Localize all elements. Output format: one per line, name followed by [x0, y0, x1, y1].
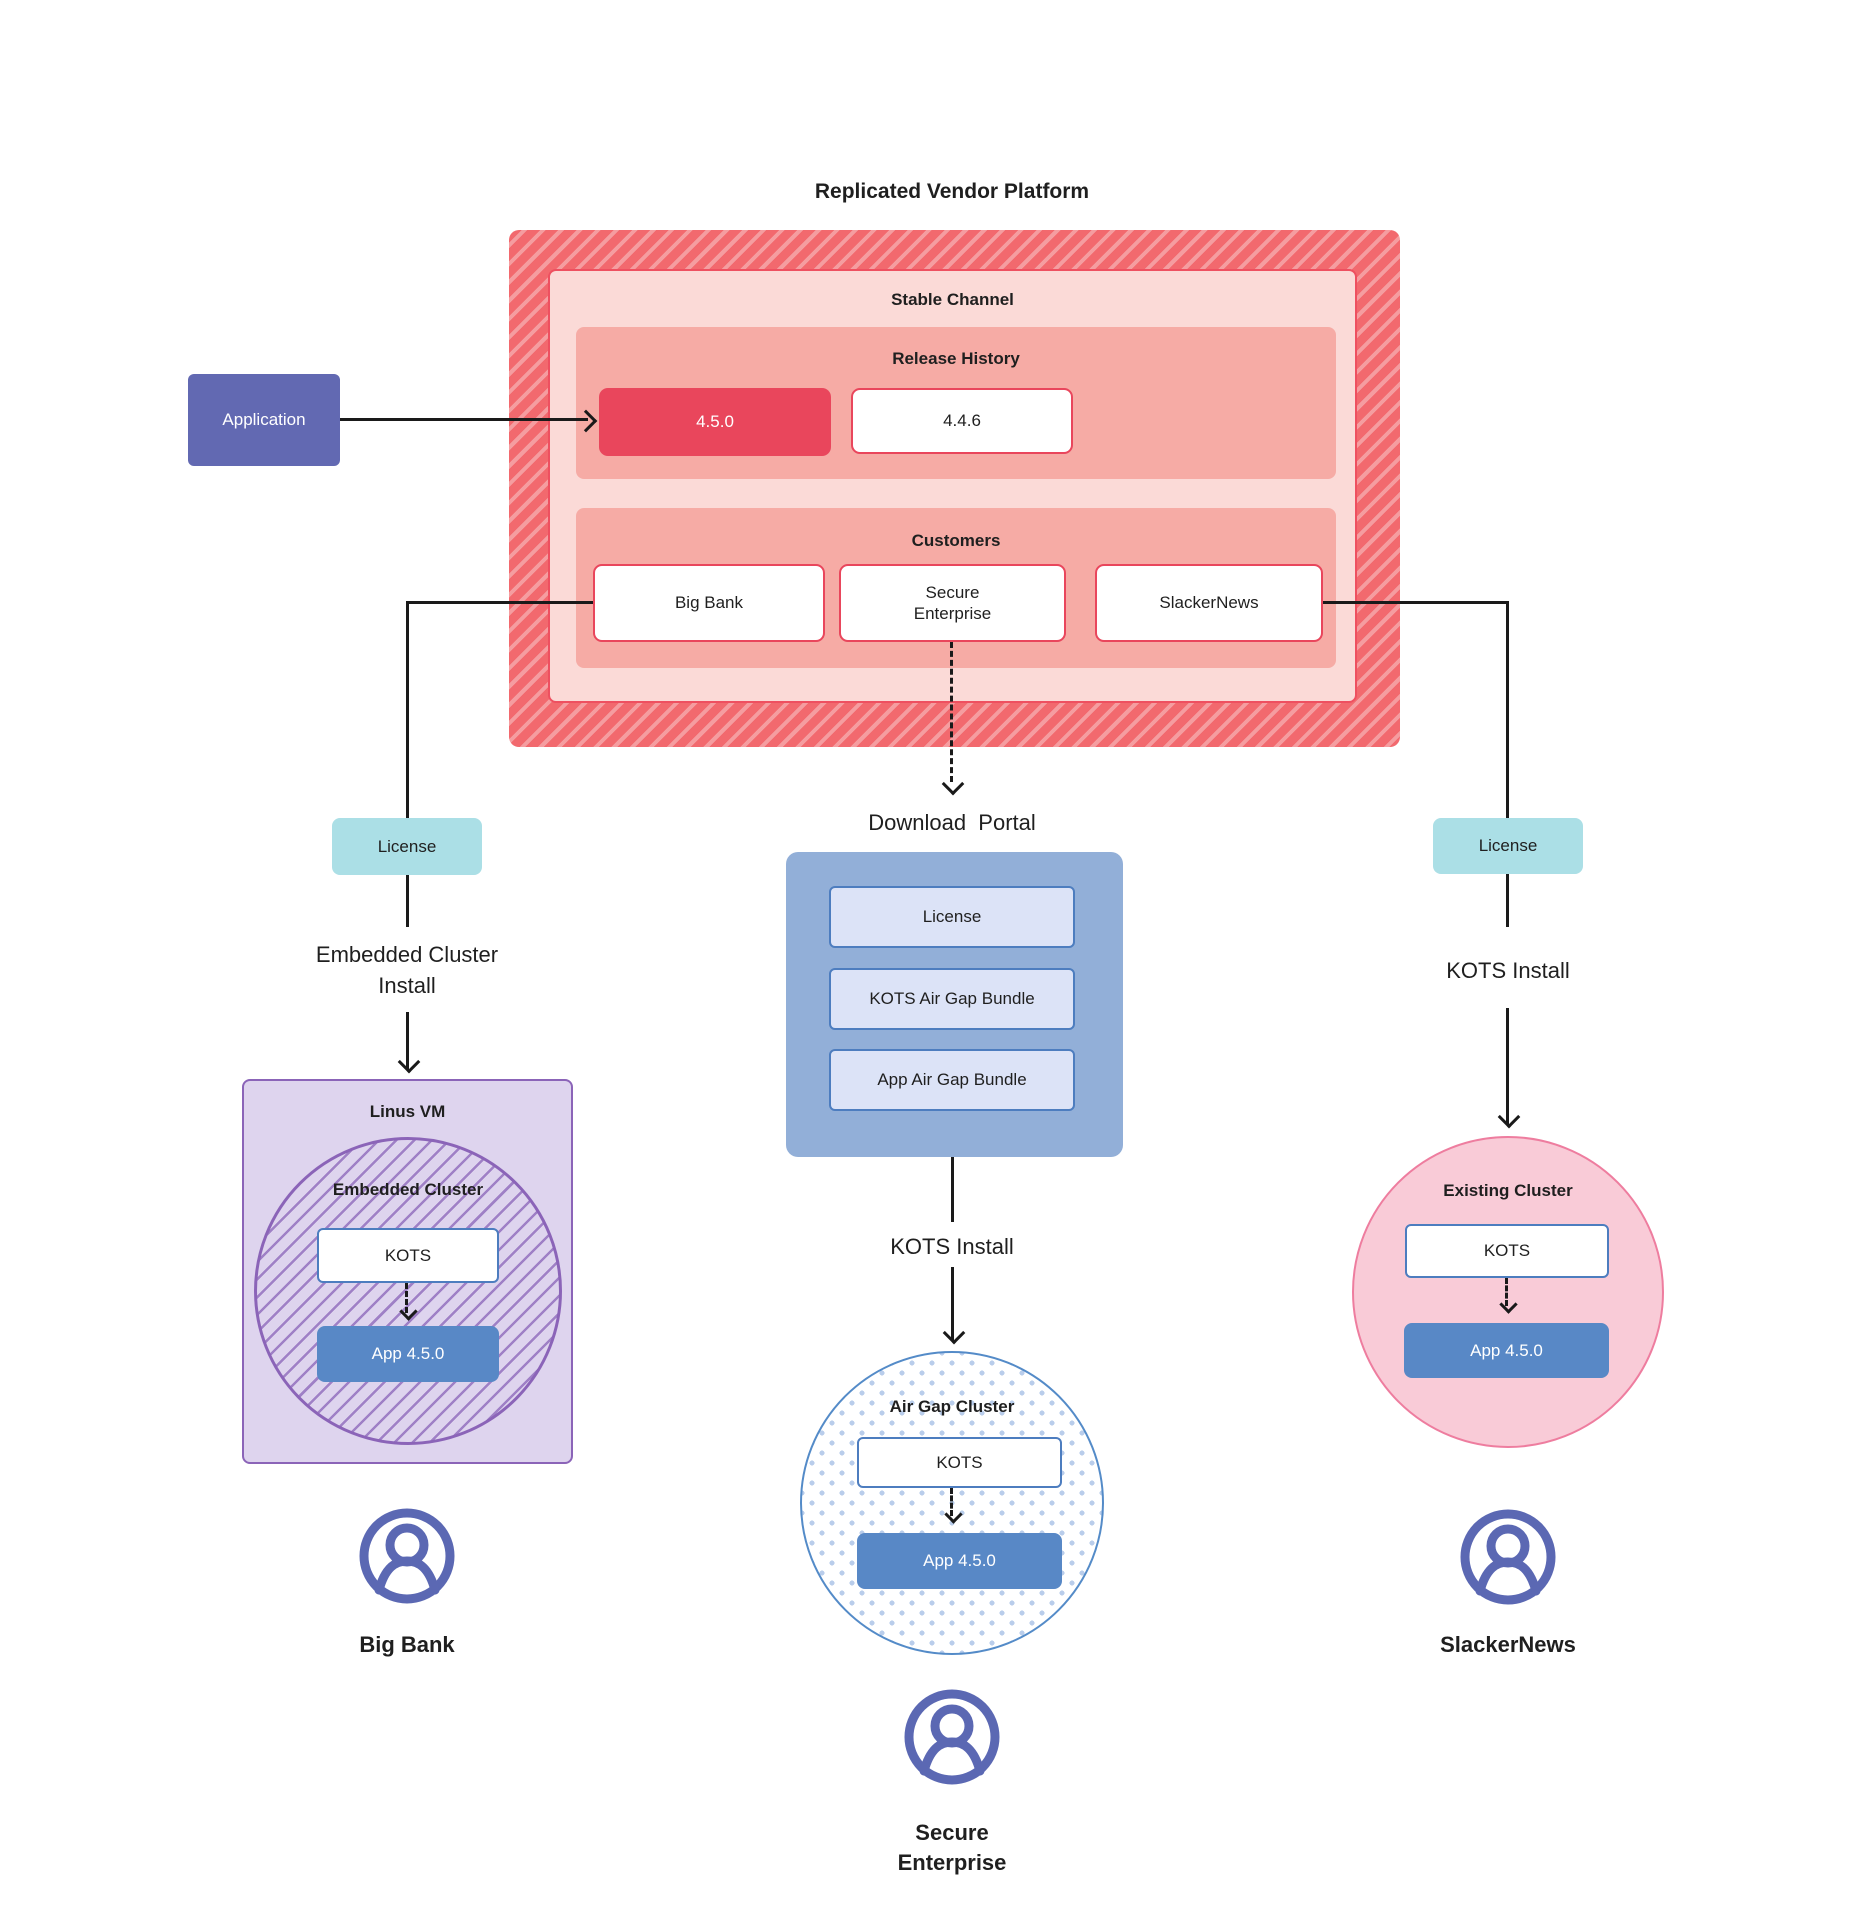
slackernews-user-label: SlackerNews: [1440, 1632, 1576, 1657]
slackernews-connector-v: [1506, 601, 1509, 818]
embedded-cluster-install-label: Embedded Cluster Install: [315, 942, 499, 998]
left-kots-dashed-line: [405, 1283, 408, 1313]
right-install-arrow-head: [1497, 1105, 1521, 1129]
kots-box-right: KOTS: [1405, 1224, 1609, 1278]
right-kots-dashed-line: [1505, 1278, 1508, 1306]
air-gap-cluster-circle: [800, 1351, 1104, 1655]
slackernews-connector-h: [1323, 601, 1508, 604]
secure-enterprise-user-icon: [904, 1689, 1000, 1785]
portal-item-kots-bundle: KOTS Air Gap Bundle: [829, 968, 1075, 1030]
center-install-arrow-line: [951, 1267, 954, 1341]
existing-cluster-circle: [1352, 1136, 1664, 1448]
kots-install-label-right: KOTS Install: [1446, 958, 1570, 983]
portal-item-app-bundle: App Air Gap Bundle: [829, 1049, 1075, 1111]
application-box: Application: [188, 374, 340, 466]
center-install-arrow-head: [942, 1321, 966, 1345]
left-install-arrow-head: [397, 1050, 421, 1074]
big-bank-user-label: Big Bank: [359, 1632, 455, 1657]
secure-enterprise-user-label: Secure Enterprise: [897, 1820, 1007, 1875]
license-badge-right: License: [1433, 818, 1583, 874]
download-portal-label: Download Portal: [868, 810, 1036, 835]
app-box-center: App 4.5.0: [857, 1533, 1062, 1589]
customer-slackernews: SlackerNews: [1095, 564, 1323, 642]
center-kots-dashed-line: [950, 1488, 953, 1516]
kots-box-center: KOTS: [857, 1437, 1062, 1488]
kots-box-left: KOTS: [317, 1228, 499, 1283]
left-license-line: [406, 875, 409, 927]
embedded-cluster-circle: [254, 1137, 562, 1445]
kots-install-label-center: KOTS Install: [890, 1234, 1014, 1259]
right-license-line: [1506, 874, 1509, 927]
big-bank-user-icon: [359, 1508, 455, 1604]
license-badge-left: License: [332, 818, 482, 875]
stable-channel-label: Stable Channel: [891, 290, 1014, 309]
diagram-title: Replicated Vendor Platform: [814, 180, 1090, 203]
release-node-current: 4.5.0: [599, 388, 831, 456]
app-box-left: App 4.5.0: [317, 1326, 499, 1382]
existing-cluster-label: Existing Cluster: [1443, 1181, 1573, 1200]
linus-vm-label: Linus VM: [369, 1102, 446, 1121]
application-arrow-line: [340, 418, 588, 421]
big-bank-connector-h: [407, 601, 593, 604]
customer-secure-enterprise: Secure Enterprise: [839, 564, 1066, 642]
release-history-label: Release History: [892, 349, 1020, 368]
right-install-arrow-line: [1506, 1008, 1509, 1125]
customers-label: Customers: [911, 531, 1001, 550]
portal-line: [951, 1157, 954, 1222]
app-box-right: App 4.5.0: [1404, 1323, 1609, 1378]
customer-big-bank: Big Bank: [593, 564, 825, 642]
big-bank-connector-v: [406, 601, 409, 818]
release-node-previous: 4.4.6: [851, 388, 1073, 454]
air-gap-cluster-label: Air Gap Cluster: [889, 1397, 1015, 1416]
left-install-arrow-line: [406, 1012, 409, 1070]
slackernews-user-icon: [1460, 1509, 1556, 1605]
portal-item-license: License: [829, 886, 1075, 948]
secure-enterprise-dashed-line: [950, 642, 953, 782]
embedded-cluster-label: Embedded Cluster: [332, 1180, 484, 1199]
secure-enterprise-dashed-arrow-head: [941, 772, 965, 796]
